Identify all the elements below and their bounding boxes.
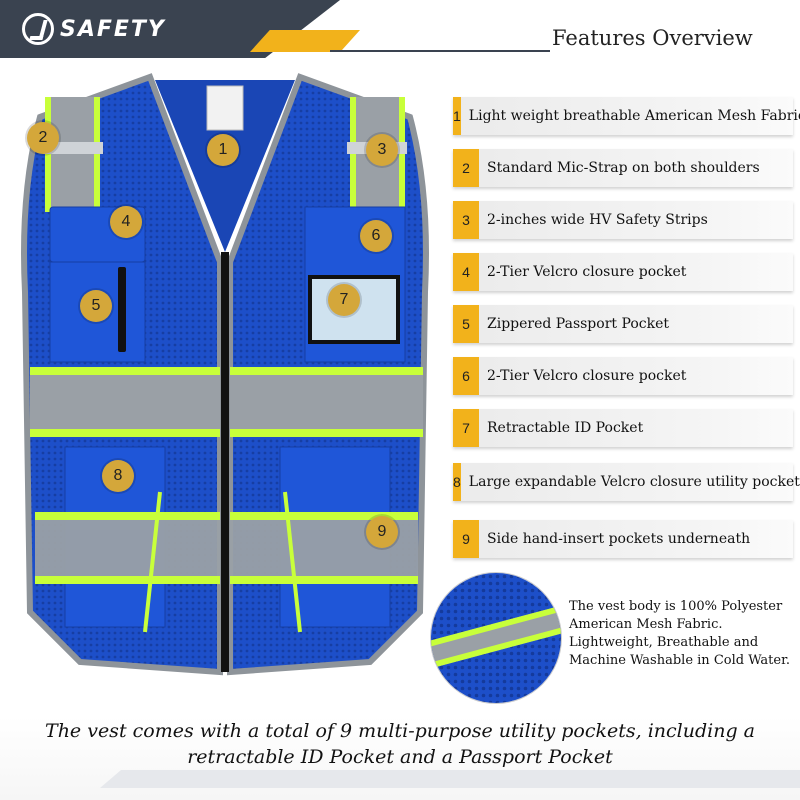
vest-illustration: 1 2 3 4 5 6 7 8 9 [10, 72, 440, 682]
logo-text: SAFETY [60, 16, 166, 42]
feature-item: 2 Standard Mic-Strap on both shoulders [453, 149, 793, 187]
caption-line-2: retractable ID Pocket and a Passport Poc… [187, 746, 613, 768]
callout-badge: 8 [102, 460, 134, 492]
fabric-description: The vest body is 100% Polyester American… [569, 598, 799, 670]
callout-badge: 1 [207, 134, 239, 166]
logo-mark-icon [22, 13, 54, 45]
mic-strap-left [43, 142, 103, 154]
feature-number: 2 [453, 149, 479, 187]
low-band-left [35, 512, 220, 584]
feature-text: 2-Tier Velcro closure pocket [487, 368, 687, 384]
feature-text: Retractable ID Pocket [487, 420, 644, 436]
feature-item: 5 Zippered Passport Pocket [453, 305, 793, 343]
feature-text: 2-Tier Velcro closure pocket [487, 264, 687, 280]
vest-zipper [221, 252, 229, 672]
feature-number: 5 [453, 305, 479, 343]
feature-text: 2-inches wide HV Safety Strips [487, 212, 708, 228]
mid-band-left [30, 367, 220, 437]
mid-band-right [230, 367, 423, 437]
callout-badge: 4 [110, 206, 142, 238]
callout-badge: 2 [27, 122, 59, 154]
feature-item: 1 Light weight breathable American Mesh … [453, 97, 800, 135]
feature-number: 7 [453, 409, 479, 447]
feature-item: 8 Large expandable Velcro closure utilit… [453, 463, 800, 501]
feature-number: 3 [453, 201, 479, 239]
callout-badge: 7 [328, 284, 360, 316]
pocket-5-zipper [118, 267, 126, 352]
feature-number: 1 [453, 97, 461, 135]
fabric-line: American Mesh Fabric. [569, 617, 723, 632]
caption-line-1: The vest comes with a total of 9 multi-p… [45, 720, 755, 742]
fabric-line: Lightweight, Breathable and [569, 635, 759, 650]
bottom-caption: The vest comes with a total of 9 multi-p… [0, 718, 800, 770]
feature-text: Large expandable Velcro closure utility … [468, 474, 800, 490]
vest-tag [206, 85, 244, 131]
feature-number: 4 [453, 253, 479, 291]
callout-badge: 6 [360, 220, 392, 252]
feature-text: Side hand-insert pockets underneath [487, 531, 751, 547]
feature-number: 8 [453, 463, 461, 501]
callout-badge: 9 [366, 516, 398, 548]
vest-back-neck [155, 80, 295, 252]
feature-item: 9 Side hand-insert pockets underneath [453, 520, 793, 558]
feature-number: 9 [453, 520, 479, 558]
callout-badge: 5 [80, 290, 112, 322]
feature-item: 3 2-inches wide HV Safety Strips [453, 201, 793, 239]
vest-image [21, 73, 429, 676]
header-accent-stripe [250, 30, 360, 52]
feature-item: 4 2-Tier Velcro closure pocket [453, 253, 793, 291]
feature-item: 7 Retractable ID Pocket [453, 409, 793, 447]
fabric-line: The vest body is 100% Polyester [569, 599, 783, 614]
feature-number: 6 [453, 357, 479, 395]
fabric-line: Machine Washable in Cold Water. [569, 653, 791, 668]
shoulder-strip-left [45, 97, 100, 212]
feature-text: Light weight breathable American Mesh Fa… [468, 108, 800, 124]
fabric-closeup-image [430, 572, 562, 704]
caption-stripe [100, 770, 800, 788]
brand-logo: SAFETY [22, 12, 166, 46]
feature-text: Standard Mic-Strap on both shoulders [487, 160, 760, 176]
page-title: Features Overview [552, 26, 753, 50]
feature-item: 6 2-Tier Velcro closure pocket [453, 357, 793, 395]
fabric-closeup [431, 573, 561, 703]
callout-badge: 3 [366, 134, 398, 166]
header-divider [330, 50, 550, 52]
feature-text: Zippered Passport Pocket [487, 316, 669, 332]
